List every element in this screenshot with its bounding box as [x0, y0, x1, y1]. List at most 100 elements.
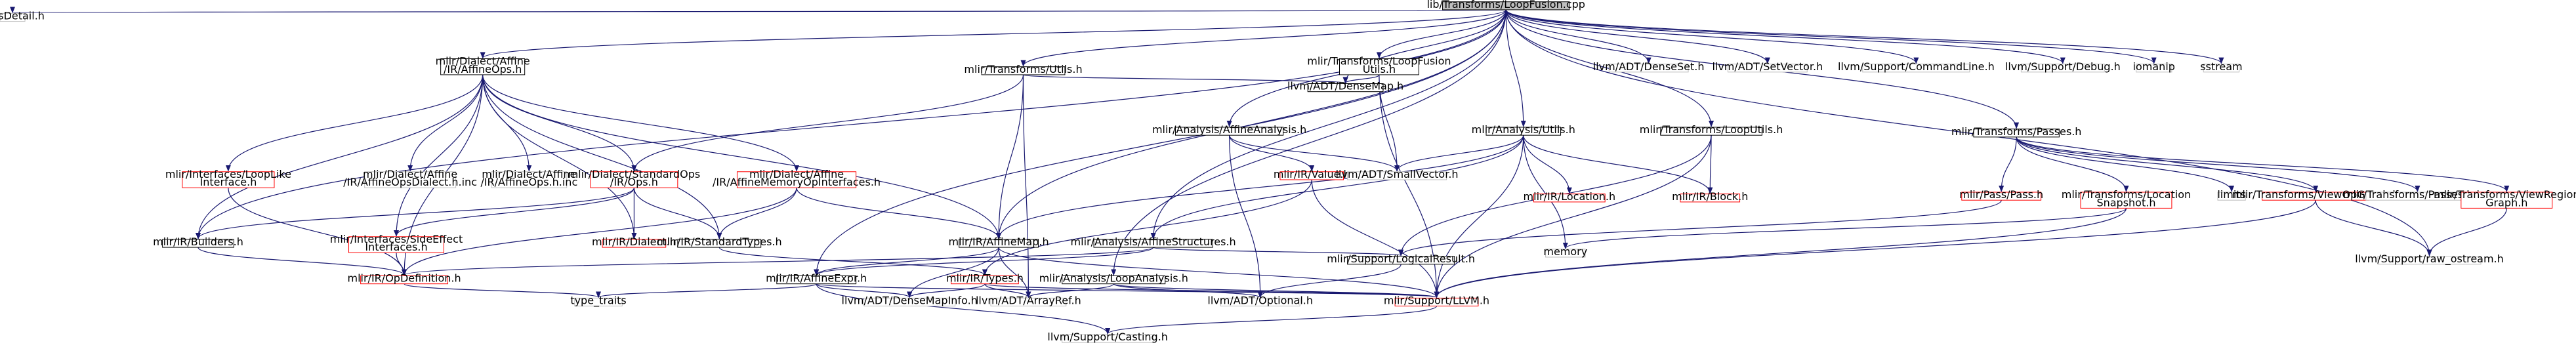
node-label: lib/Transforms/LoopFusion.cpp: [1426, 0, 1585, 10]
node-root: lib/Transforms/LoopFusion.cpp: [1426, 0, 1585, 10]
node-label: Graph.h: [2485, 196, 2527, 209]
edge-types-to-densemapinfo: [907, 283, 986, 298]
node-box: [1727, 64, 1808, 73]
node-looputils[interactable]: mlir/Transforms/LoopUtils.h: [1640, 123, 1783, 136]
node-box: [1062, 334, 1154, 343]
node-label: mlir/IR/OpDefinition.h: [348, 272, 461, 285]
node-label: mlir/Dialect/Affine: [436, 55, 530, 68]
edge-value-to-llvmh: [1311, 179, 1440, 298]
node-label: mlir/Transforms/LoopFusion: [1307, 55, 1451, 68]
node-label: llvm/ADT/DenseMap.h: [1287, 80, 1403, 92]
node-box: [364, 171, 457, 188]
node-densemapinfo: llvm/ADT/DenseMapInfo.h: [842, 295, 978, 307]
node-label: mlir/Transforms/Passes.h: [1951, 125, 2082, 138]
edge-passes-to-locsnap: [2016, 136, 2129, 192]
node-passes[interactable]: mlir/Transforms/Passes.h: [1951, 125, 2082, 138]
node-value[interactable]: mlir/IR/Value.h: [1274, 168, 1350, 180]
node-label: mlir/IR/Location.h: [1524, 190, 1616, 203]
node-loopanalysis[interactable]: mlir/Analysis/LoopAnalysis.h: [1039, 272, 1188, 285]
node-box: [590, 171, 678, 188]
edge-tutils-to-stdops: [631, 74, 1024, 172]
node-box: [360, 275, 449, 285]
node-box: [1545, 249, 1586, 258]
node-label: mlir/IR/Dialect.h: [592, 235, 676, 248]
node-types[interactable]: mlir/IR/Types.h: [946, 272, 1024, 285]
edge-stdops-to-builders: [196, 188, 634, 239]
node-label: /IR/AffineOps.h.inc: [480, 176, 577, 188]
node-aopsdialectinc: mlir/Dialect/Affine/IR/AffineOpsDialect.…: [343, 168, 477, 188]
node-affineanalysis[interactable]: mlir/Analysis/AffineAnalysis.h: [1152, 123, 1306, 136]
edge-root-to-builders: [196, 9, 1506, 239]
edge-tutils-to-densemap: [1022, 74, 1348, 84]
node-autils[interactable]: mlir/Analysis/Utils.h: [1472, 123, 1575, 136]
node-box: [2136, 64, 2172, 73]
node-passdetail: PassDetail.h: [0, 9, 45, 22]
node-affinememory[interactable]: mlir/Dialect/Affine/IR/AffineMemoryOpInt…: [713, 168, 881, 188]
node-label: PassDetail.h: [0, 9, 45, 22]
node-affineops[interactable]: mlir/Dialect/Affine/IR/AffineOps.h: [436, 55, 530, 75]
edge-passes-to-passh: [1999, 136, 2017, 192]
node-label: /IR/AffineOpsDialect.h.inc: [343, 176, 477, 188]
node-box: [182, 171, 275, 188]
edge-affinemap-to-densemapinfo: [907, 247, 999, 298]
node-stdops[interactable]: mlir/Dialect/StandardOps/IR/Ops.h: [568, 168, 701, 188]
node-label: /IR/AffineMemoryOpInterfaces.h: [713, 176, 881, 188]
node-box: [863, 297, 956, 307]
node-passh[interactable]: mlir/Pass/Pass.h: [1959, 188, 2043, 201]
edge-affineops-to-builders: [196, 74, 484, 239]
node-label: llvm/ADT/DenseSet.h: [1593, 60, 1705, 73]
node-llvmh[interactable]: mlir/Support/LLVM.h: [1384, 295, 1489, 307]
edge-affineops-to-affinememory: [482, 74, 799, 172]
node-affinemap[interactable]: mlir/IR/AffineMap.h: [949, 235, 1049, 248]
edge-viewregion-to-rawostream: [2426, 208, 2507, 256]
node-logicalresult[interactable]: mlir/Support/LogicalResult.h: [1327, 253, 1475, 265]
edge-autils-to-memory: [1523, 135, 1568, 249]
node-box: [574, 297, 623, 307]
node-label: type_traits: [570, 295, 626, 308]
node-label: mlir/Interfaces/SideEffect: [330, 233, 463, 245]
edge-root-to-rawostream: [1505, 9, 2432, 256]
node-builders[interactable]: mlir/IR/Builders.h: [153, 235, 243, 248]
node-box: [2461, 192, 2553, 209]
edge-affineops-to-dialect: [482, 74, 637, 239]
edge-affineops-to-affinemap: [482, 74, 1002, 239]
node-stdtypes[interactable]: mlir/IR/StandardTypes.h: [657, 235, 782, 248]
node-label: mlir/Support/LLVM.h: [1384, 295, 1489, 307]
node-densemap[interactable]: llvm/ADT/DenseMap.h: [1287, 80, 1403, 92]
edge-looputils-to-llvmh: [1434, 135, 1712, 298]
node-aopsinc: mlir/Dialect/Affine/IR/AffineOps.h.inc: [480, 168, 577, 188]
node-label: mlir/IR/Block.h: [1672, 190, 1748, 203]
node-location[interactable]: mlir/IR/Location.h: [1524, 190, 1616, 203]
node-affineexpr[interactable]: mlir/IR/AffineExpr.h: [766, 272, 867, 285]
node-setvector: llvm/ADT/SetVector.h: [1712, 60, 1823, 73]
edge-root-to-iomanip: [1505, 9, 2157, 64]
node-box: [348, 236, 444, 253]
edge-tutils-to-arrayref: [1022, 74, 1031, 298]
node-box: [1394, 297, 1479, 307]
node-label: memory: [1543, 245, 1587, 258]
node-box: [162, 239, 234, 248]
node-label: mlir/Interfaces/LoopLike: [165, 168, 291, 180]
node-label: sstream: [2200, 60, 2242, 73]
node-tutils[interactable]: mlir/Transforms/Utils.h: [964, 63, 1082, 75]
edge-autils-to-smallvector: [1394, 135, 1524, 172]
node-box: [1961, 192, 2042, 201]
node-label: mlir/Dialect/Affine: [363, 168, 457, 180]
edge-autils-to-location: [1523, 135, 1572, 194]
node-viewopgraph[interactable]: mlir/Transforms/ViewOpGraph.h: [2232, 188, 2399, 201]
node-label: mlir/IR/AffineMap.h: [949, 235, 1049, 248]
edge-loopanalysis-to-arrayref: [1026, 283, 1114, 298]
node-box: [951, 275, 1019, 285]
node-affinestructures[interactable]: mlir/Analysis/AffineStructures.h: [1071, 235, 1236, 248]
edge-autils-to-llvmh: [1434, 135, 1524, 298]
node-dialect[interactable]: mlir/IR/Dialect.h: [592, 235, 676, 248]
node-opdefinition[interactable]: mlir/IR/OpDefinition.h: [348, 272, 461, 285]
node-block[interactable]: mlir/IR/Block.h: [1672, 190, 1748, 203]
node-box: [1660, 127, 1762, 136]
edge-root-to-tutils: [1020, 9, 1506, 67]
